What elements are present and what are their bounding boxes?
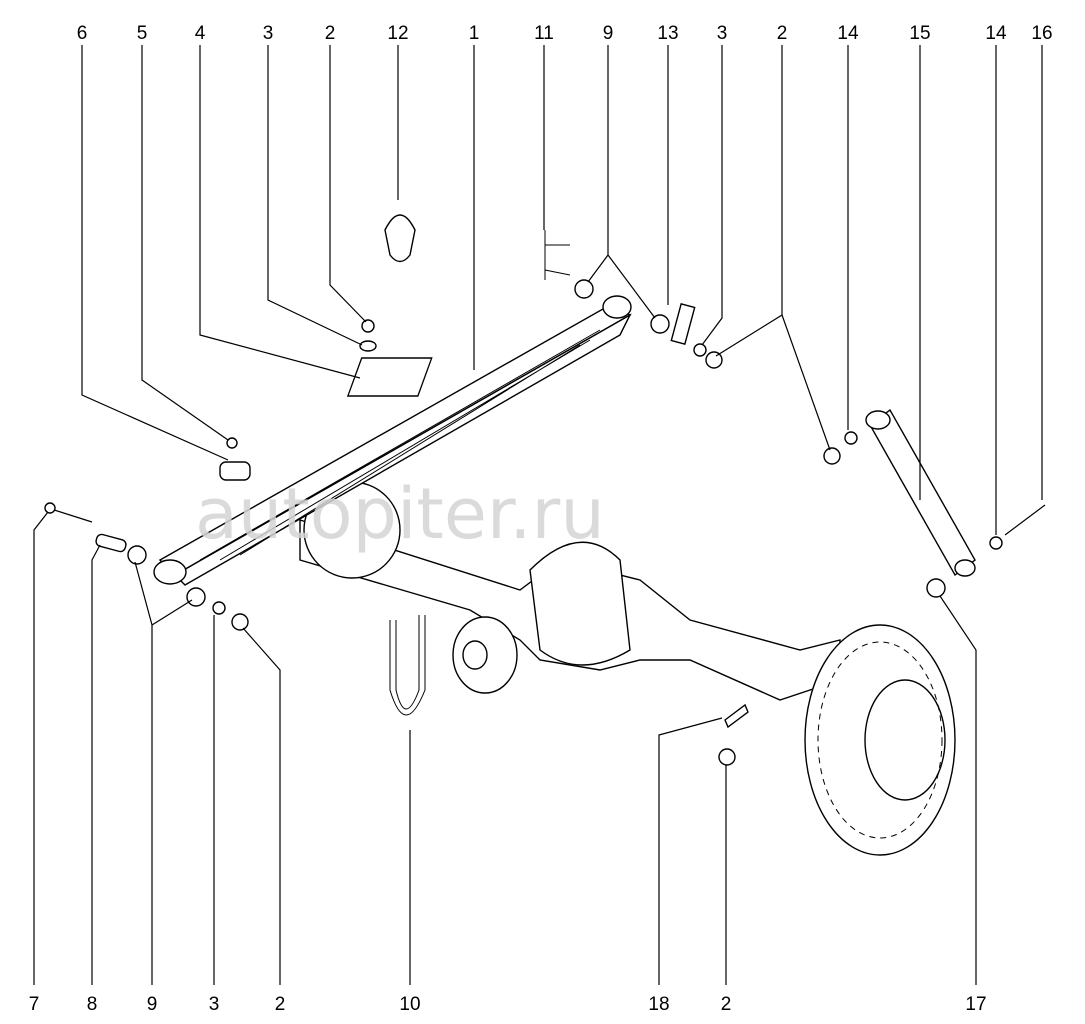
callout-label: 5 bbox=[137, 23, 148, 44]
leaf-spring bbox=[153, 295, 632, 586]
callout-label: 12 bbox=[387, 23, 408, 44]
callout-label: 17 bbox=[965, 994, 986, 1015]
callout-label: 3 bbox=[263, 23, 274, 44]
callout-label: 9 bbox=[603, 23, 614, 44]
callout-label: 11 bbox=[534, 23, 554, 44]
callout-label: 2 bbox=[325, 23, 336, 44]
callout-label: 18 bbox=[648, 994, 669, 1015]
callout-label: 3 bbox=[717, 23, 728, 44]
watermark: autopiter.ru bbox=[195, 473, 605, 555]
callout-label: 2 bbox=[275, 994, 286, 1015]
leader-lines bbox=[33, 45, 1043, 985]
callout-label: 14 bbox=[837, 23, 859, 44]
callout-label: 9 bbox=[147, 994, 158, 1015]
callout-label: 15 bbox=[909, 23, 930, 44]
shock-absorber bbox=[865, 408, 976, 577]
callout-label: 8 bbox=[87, 994, 98, 1015]
fasteners bbox=[44, 230, 1046, 766]
callout-label: 2 bbox=[721, 994, 732, 1015]
callout-label: 1 bbox=[469, 23, 480, 44]
callout-label: 13 bbox=[657, 23, 678, 44]
rear-axle bbox=[299, 481, 956, 856]
bottom-callout-labels: 7 8 9 3 2 10 18 2 17 bbox=[29, 994, 987, 1015]
callout-label: 3 bbox=[209, 994, 220, 1015]
top-callout-labels: 6 5 4 3 2 12 1 11 9 13 3 2 14 15 14 16 bbox=[77, 23, 1053, 44]
callout-label: 4 bbox=[195, 23, 206, 44]
callout-label: 14 bbox=[985, 23, 1007, 44]
callout-label: 2 bbox=[777, 23, 788, 44]
callout-label: 6 bbox=[77, 23, 88, 44]
callout-label: 10 bbox=[399, 994, 420, 1015]
bump-stop bbox=[384, 214, 416, 263]
callout-label: 7 bbox=[29, 994, 40, 1015]
callout-label: 16 bbox=[1031, 23, 1052, 44]
